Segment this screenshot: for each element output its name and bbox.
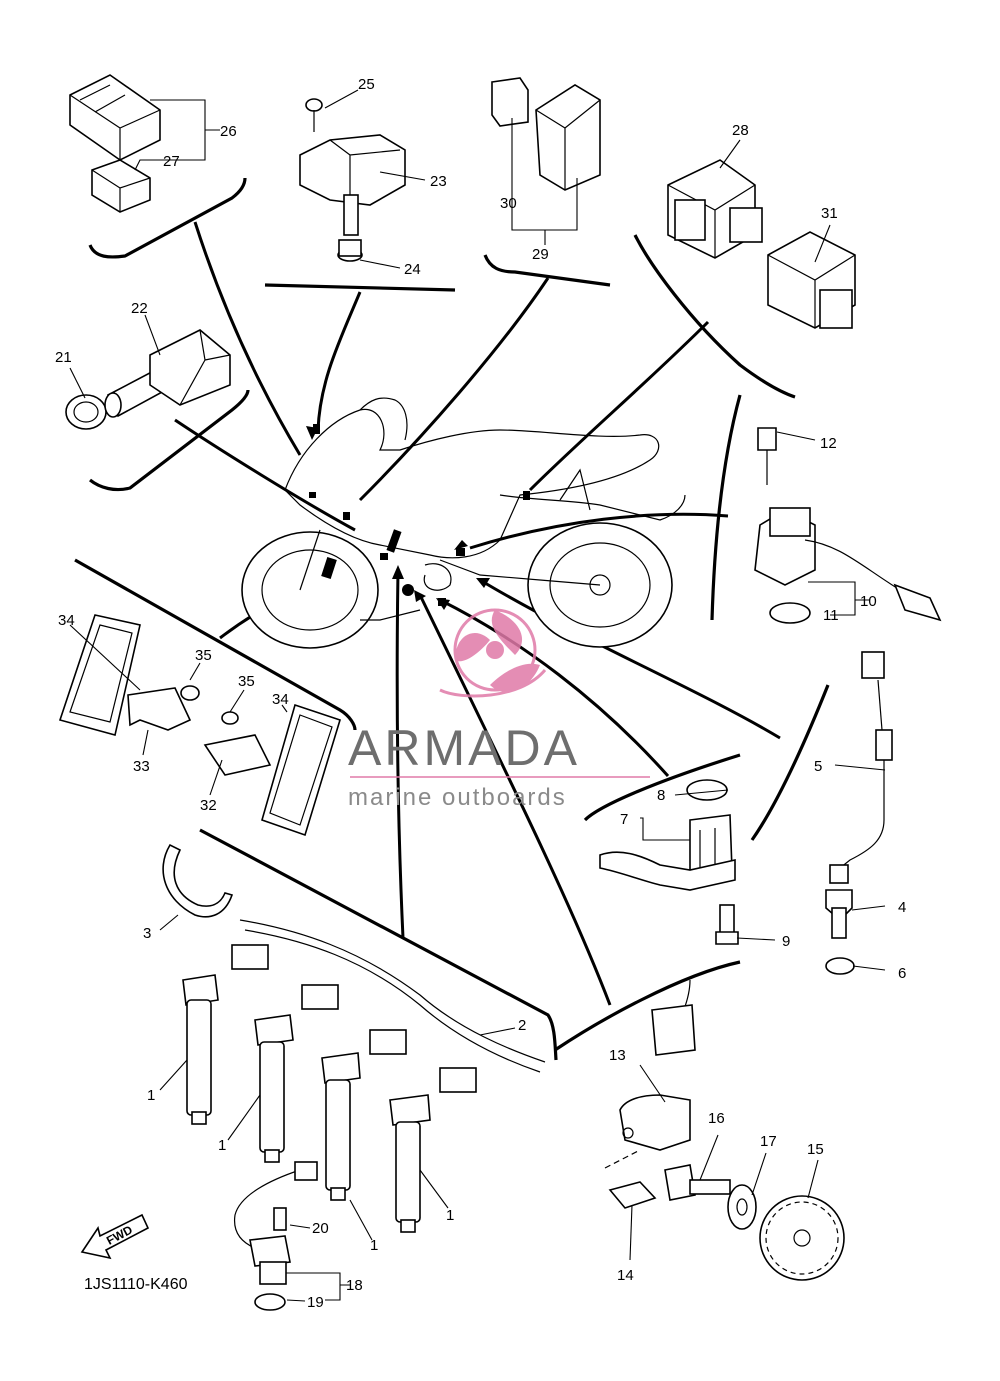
timing-rotor-15 xyxy=(664,1164,845,1281)
callout-15: 15 xyxy=(807,1141,824,1158)
callout-10: 10 xyxy=(860,593,877,610)
callout-17: 17 xyxy=(760,1133,777,1150)
callout-27: 27 xyxy=(163,153,180,170)
callout-1: 1 xyxy=(218,1137,226,1154)
callout-labels: 1 1 1 1 2 3 4 5 6 7 8 9 10 11 12 13 14 1… xyxy=(55,76,906,1311)
sensor-7 xyxy=(599,779,739,945)
callout-8: 8 xyxy=(657,787,665,804)
callout-9: 9 xyxy=(782,933,790,950)
callout-12: 12 xyxy=(820,435,837,452)
callout-35: 35 xyxy=(238,673,255,690)
callout-3: 3 xyxy=(143,925,151,942)
clamp-3 xyxy=(162,843,234,918)
callout-34: 34 xyxy=(272,691,289,708)
callout-31: 31 xyxy=(821,205,838,222)
sensor-10 xyxy=(754,427,942,624)
callout-5: 5 xyxy=(814,758,822,775)
watermark-brand: ARMADA xyxy=(348,720,580,776)
callout-34: 34 xyxy=(58,612,75,629)
bracket-33 xyxy=(127,685,200,731)
callout-30: 30 xyxy=(500,195,517,212)
callout-33: 33 xyxy=(133,758,150,775)
watermark-logo xyxy=(439,608,547,698)
callout-35: 35 xyxy=(195,647,212,664)
callout-16: 16 xyxy=(708,1110,725,1127)
callout-19: 19 xyxy=(307,1294,324,1311)
motorcycle-outline xyxy=(241,397,686,649)
callout-1: 1 xyxy=(370,1237,378,1254)
reflector-34a xyxy=(58,614,141,736)
temperature-sensor-22 xyxy=(65,329,231,430)
callout-4: 4 xyxy=(898,899,906,916)
callout-13: 13 xyxy=(609,1047,626,1064)
callout-6: 6 xyxy=(898,965,906,982)
watermark-tagline: marine outboards xyxy=(348,784,567,811)
relay-29 xyxy=(491,77,601,191)
callout-22: 22 xyxy=(131,300,148,317)
pointer-lines xyxy=(174,221,781,1006)
callout-1: 1 xyxy=(147,1087,155,1104)
callout-26: 26 xyxy=(220,123,237,140)
bracket-32 xyxy=(203,711,272,776)
control-unit-28 xyxy=(667,159,763,259)
callout-32: 32 xyxy=(200,797,217,814)
relay-31 xyxy=(767,231,856,329)
reflector-34b xyxy=(261,703,341,837)
callout-2: 2 xyxy=(518,1017,526,1034)
callout-1: 1 xyxy=(446,1207,454,1224)
ignition-coils-1 xyxy=(182,974,431,1233)
callout-14: 14 xyxy=(617,1267,634,1284)
callout-18: 18 xyxy=(346,1277,363,1294)
callout-7: 7 xyxy=(620,811,628,828)
callout-20: 20 xyxy=(312,1220,329,1237)
leader-lines xyxy=(69,89,886,1302)
callout-11: 11 xyxy=(823,607,839,624)
callout-25: 25 xyxy=(358,76,375,93)
sensor-4 xyxy=(825,651,893,975)
pickup-sensor-13 xyxy=(604,979,696,1209)
sensor-18 xyxy=(233,1161,318,1311)
watermark: ARMADA marine outboards xyxy=(348,608,650,811)
fwd-arrow: FWD xyxy=(80,1213,150,1260)
diagram-code: 1JS1110-K460 xyxy=(84,1276,188,1293)
relay-connector-26 xyxy=(69,74,161,213)
callout-23: 23 xyxy=(430,173,447,190)
callout-24: 24 xyxy=(404,261,421,278)
callout-29: 29 xyxy=(532,246,549,263)
callout-28: 28 xyxy=(732,122,749,139)
pressure-sensor-23 xyxy=(299,98,406,262)
group-brackets xyxy=(74,177,830,1061)
wire-harness-2 xyxy=(231,919,546,1093)
callout-21: 21 xyxy=(55,349,72,366)
